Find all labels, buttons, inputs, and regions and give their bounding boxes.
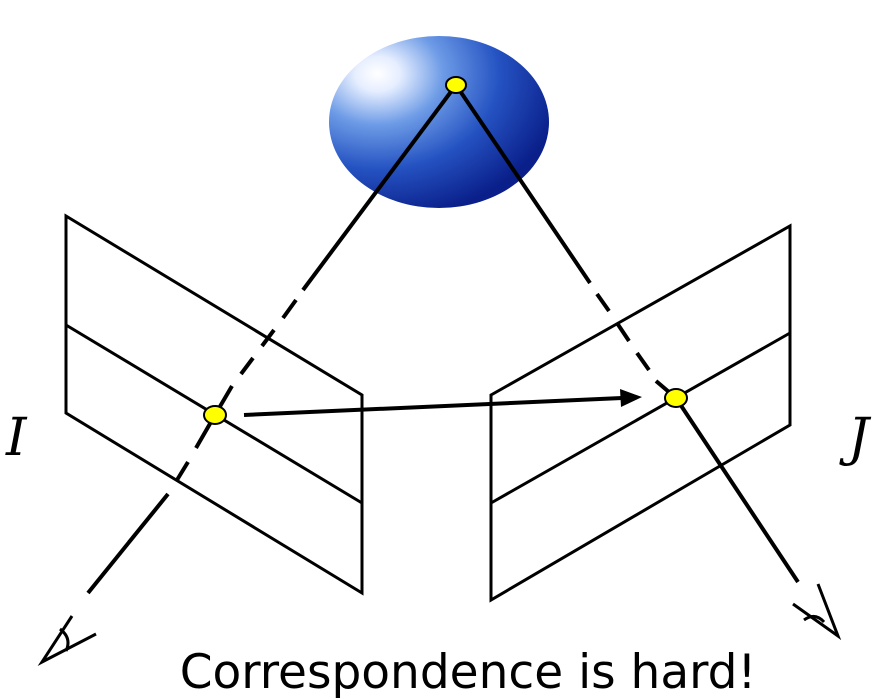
right-image-plane [489,223,792,603]
right-ray [454,83,800,584]
left-image-label: I [5,408,28,468]
correspondence-arrow [243,389,642,417]
left-eye-icon [37,615,97,666]
sphere-object [329,36,549,208]
left-ray [86,83,458,595]
right-image-label: J [839,408,872,468]
scene-point [445,76,467,94]
right-eye-icon [792,583,842,641]
left-image-point [203,405,227,425]
caption-text: Correspondence is hard! [180,645,757,699]
right-image-point [664,388,688,408]
